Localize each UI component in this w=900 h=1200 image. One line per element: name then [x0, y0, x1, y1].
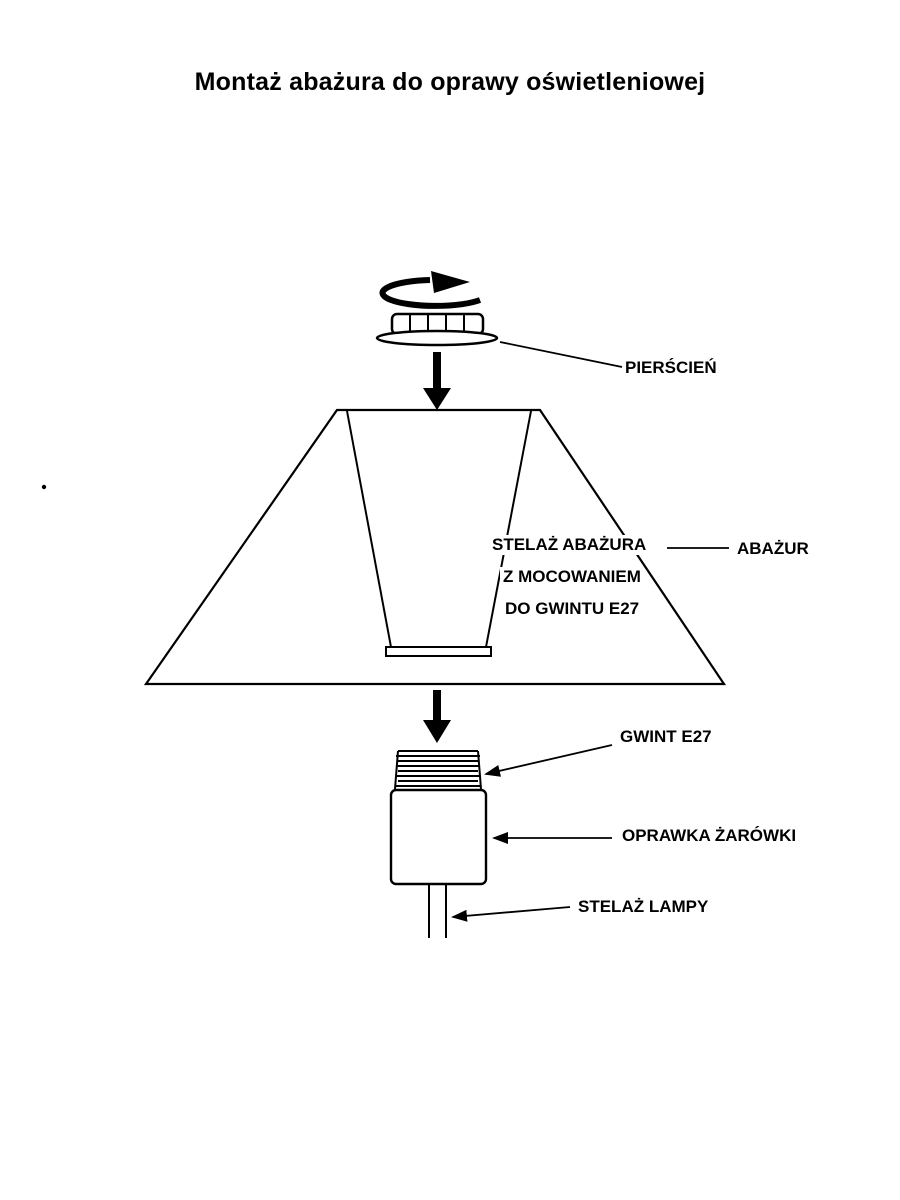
rotation-arrow-icon [379, 271, 482, 309]
stray-dot [41, 484, 47, 490]
socket-shape [389, 788, 488, 886]
lamp-frame-leader-arrow [451, 906, 571, 922]
ring-leader-line [499, 341, 623, 368]
frame-label-line3: DO GWINTU E27 [502, 599, 643, 620]
thread-label: GWINT E27 [620, 727, 712, 746]
page-title: Montaż abażura do oprawy oświetleniowej [194, 68, 706, 96]
thread-shape [394, 750, 482, 790]
lamp-frame-label: STELAŻ LAMPY [578, 897, 709, 916]
frame-label-line2: Z MOCOWANIEM [500, 567, 644, 588]
lamp-frame-shape [428, 884, 447, 938]
shade-label: ABAŻUR [737, 539, 809, 558]
ring-label: PIERŚCIEŃ [625, 358, 717, 377]
down-arrow-top [423, 352, 451, 410]
down-arrow-bottom [423, 690, 451, 743]
ring-shape [375, 312, 499, 347]
thread-leader-arrow [484, 744, 613, 777]
frame-label-line1: STELAŻ ABAŻURA [489, 535, 650, 556]
socket-label: OPRAWKA ŻARÓWKI [622, 826, 797, 845]
